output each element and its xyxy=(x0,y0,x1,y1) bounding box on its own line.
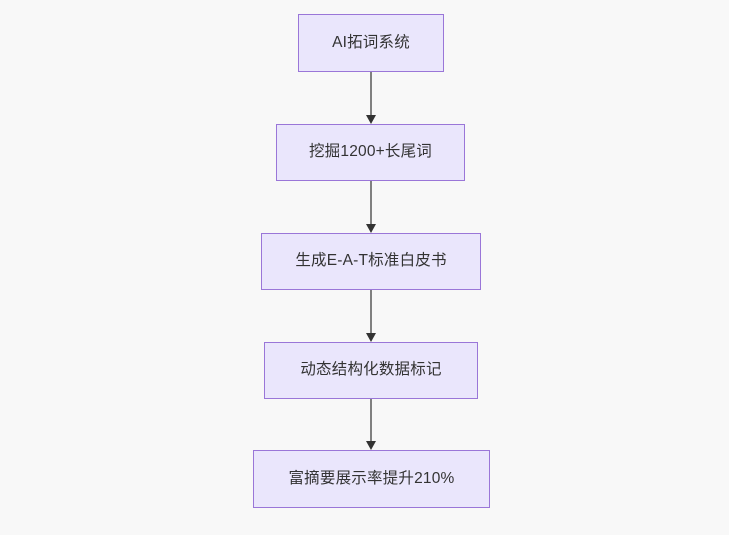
flow-node-label: 富摘要展示率提升210% xyxy=(288,469,455,487)
flow-node-label: AI拓词系统 xyxy=(332,33,410,51)
flow-node-label: 动态结构化数据标记 xyxy=(300,361,442,379)
flow-node-label: 生成E-A-T标准白皮书 xyxy=(295,252,447,270)
edge-line xyxy=(370,181,372,225)
flow-edge-n2-n3 xyxy=(361,181,381,233)
arrowhead-icon xyxy=(366,333,376,342)
flow-node-mine-longtail-keywords[interactable]: 挖掘1200+长尾词 xyxy=(276,124,465,181)
flow-node-ai-keyword-system[interactable]: AI拓词系统 xyxy=(298,14,444,72)
edge-line xyxy=(370,290,372,334)
edge-line xyxy=(370,72,372,116)
flow-node-rich-snippet-impression-lift[interactable]: 富摘要展示率提升210% xyxy=(253,450,490,508)
flow-edge-n1-n2 xyxy=(361,72,381,124)
flow-edge-n3-n4 xyxy=(361,290,381,342)
arrowhead-icon xyxy=(366,441,376,450)
edge-line xyxy=(370,399,372,442)
arrowhead-icon xyxy=(366,224,376,233)
flow-node-dynamic-structured-data-markup[interactable]: 动态结构化数据标记 xyxy=(264,342,478,399)
flow-edge-n4-n5 xyxy=(361,399,381,450)
arrowhead-icon xyxy=(366,115,376,124)
flow-node-label: 挖掘1200+长尾词 xyxy=(308,143,433,161)
flow-node-generate-eat-whitepaper[interactable]: 生成E-A-T标准白皮书 xyxy=(261,233,481,290)
